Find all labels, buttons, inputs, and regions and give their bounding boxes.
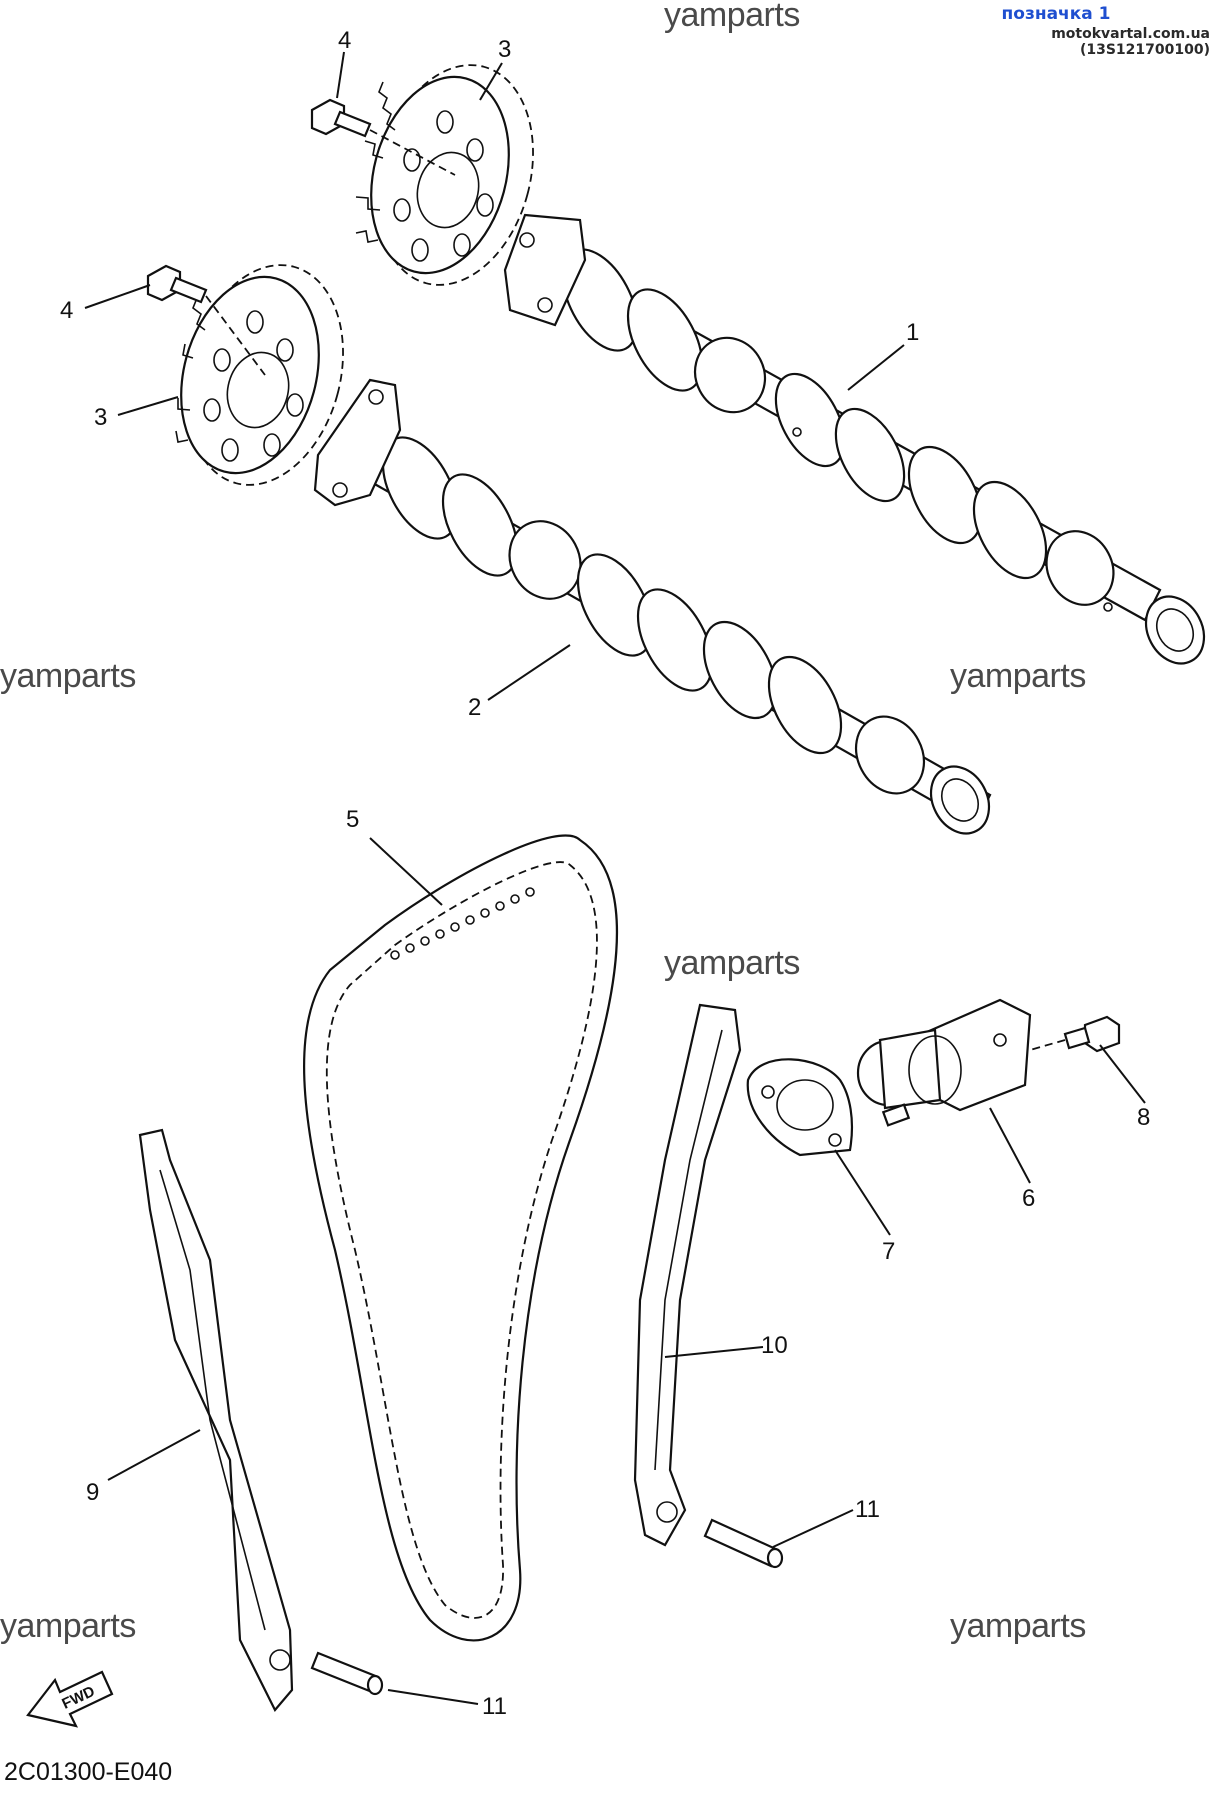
sprocket-bolt-upper (310, 98, 456, 176)
callout-11: 11 (855, 1496, 880, 1523)
guide-pin-front (703, 1518, 784, 1569)
guide-pin-rear (310, 1651, 384, 1696)
cam-sprocket-lower (175, 264, 344, 486)
fwd-arrow-icon: FWD (26, 1670, 114, 1728)
callout-numbers: 1 2 3 3 4 4 5 6 7 8 9 10 11 11 (60, 27, 1150, 1720)
callout-1: 1 (906, 319, 919, 346)
cam-sprocket-upper (355, 64, 534, 286)
callout-9: 9 (86, 1479, 99, 1506)
tensioner-bolt (1029, 1015, 1121, 1053)
callout-6: 6 (1022, 1185, 1035, 1212)
callout-8: 8 (1137, 1104, 1150, 1131)
chain-guide-front (633, 1003, 742, 1547)
timing-chain (303, 834, 619, 1642)
watermark: yamparts (664, 0, 800, 34)
watermark: yamparts (0, 657, 136, 695)
callout-2: 2 (468, 694, 481, 721)
diagram-code: 2C01300-E040 (4, 1758, 173, 1786)
callout-4: 4 (60, 297, 73, 324)
header-source: motokvartal.com.ua (13S121700100) (1051, 26, 1210, 58)
leader-lines (84, 51, 1146, 1705)
callout-11: 11 (482, 1693, 507, 1720)
callout-3: 3 (94, 404, 107, 431)
callout-4: 4 (338, 27, 351, 54)
chain-tensioner (856, 998, 1032, 1127)
camshaft-2 (313, 378, 992, 835)
callout-3: 3 (498, 36, 511, 63)
watermark: yamparts (0, 1607, 136, 1645)
camshaft-1 (503, 213, 1206, 665)
header-tag: позначка 1 (1001, 4, 1111, 24)
tensioner-gasket (746, 1058, 854, 1157)
callout-7: 7 (882, 1238, 895, 1265)
callout-5: 5 (346, 806, 359, 833)
sprocket-bolt-lower (146, 264, 266, 376)
chain-guide-rear (138, 1128, 294, 1712)
watermark: yamparts (950, 1607, 1086, 1645)
watermark: yamparts (950, 657, 1086, 695)
callout-10: 10 (761, 1332, 788, 1359)
watermark: yamparts (664, 944, 800, 982)
